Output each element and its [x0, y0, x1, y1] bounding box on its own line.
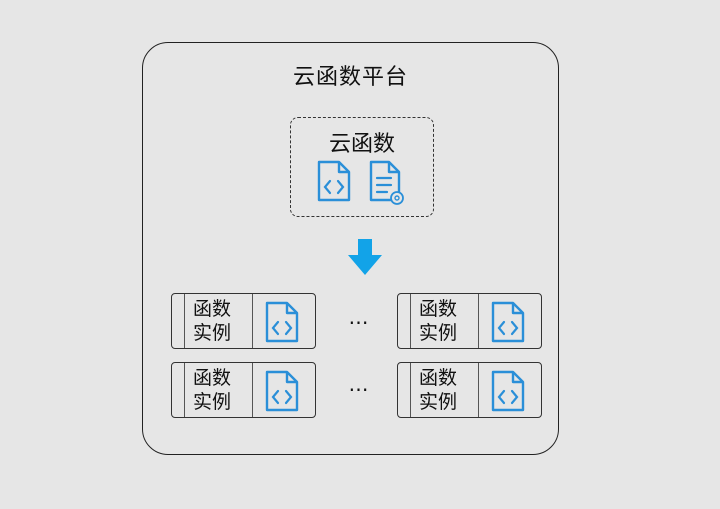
instance-label: 函数 实例 — [172, 366, 252, 414]
instance-label-line1: 函数 — [418, 298, 457, 320]
cloud-function-platform-box: 云函数平台 云函数 — [142, 42, 559, 455]
instance-label-line1: 函数 — [192, 367, 231, 389]
instance-divider — [478, 363, 479, 417]
instance-label: 函数 实例 — [398, 366, 478, 414]
code-file-icon — [265, 301, 299, 343]
instance-label-line1: 函数 — [418, 367, 457, 389]
ellipsis: … — [348, 305, 370, 329]
instance-divider — [410, 294, 411, 348]
platform-title: 云函数平台 — [292, 65, 408, 90]
instance-divider — [184, 363, 185, 417]
arrow-down-icon — [348, 239, 382, 275]
function-instance-row2-left: 函数 实例 — [171, 362, 316, 418]
instance-label-line2: 实例 — [418, 391, 457, 413]
config-file-icon — [369, 160, 404, 205]
instance-divider — [184, 294, 185, 348]
code-file-icon — [491, 370, 525, 412]
ellipsis: … — [348, 372, 370, 396]
cloud-function-title: 云函数 — [328, 132, 395, 157]
instance-divider — [410, 363, 411, 417]
code-file-icon — [317, 160, 351, 202]
function-instance-row1-right: 函数 实例 — [397, 293, 542, 349]
instance-label: 函数 实例 — [172, 297, 252, 345]
function-instance-row1-left: 函数 实例 — [171, 293, 316, 349]
instance-label-line2: 实例 — [418, 322, 457, 344]
instance-divider — [252, 294, 253, 348]
instance-label-line1: 函数 — [192, 298, 231, 320]
code-file-icon — [265, 370, 299, 412]
code-file-icon — [491, 301, 525, 343]
instance-label-line2: 实例 — [192, 322, 231, 344]
instance-label-line2: 实例 — [192, 391, 231, 413]
instance-divider — [478, 294, 479, 348]
cloud-function-box: 云函数 — [290, 117, 434, 217]
instance-label: 函数 实例 — [398, 297, 478, 345]
instance-divider — [252, 363, 253, 417]
function-instance-row2-right: 函数 实例 — [397, 362, 542, 418]
